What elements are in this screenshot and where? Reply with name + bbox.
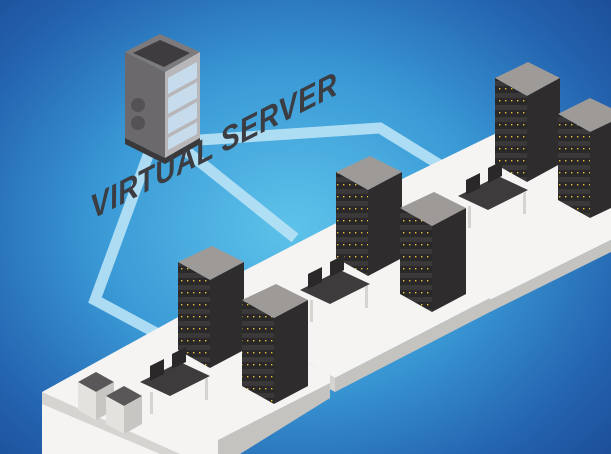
server-rack — [242, 284, 308, 404]
server-rack — [558, 98, 611, 218]
printer — [106, 386, 142, 434]
desk-with-monitors — [140, 347, 210, 414]
virtual-server-cabinet — [125, 34, 200, 164]
server-rack — [178, 246, 244, 368]
server-rack — [495, 62, 560, 182]
desk-with-monitors — [458, 161, 528, 228]
server-rack — [336, 156, 402, 276]
desk-with-monitors — [300, 255, 370, 322]
printer — [78, 372, 114, 420]
network-connection-lines — [88, 122, 443, 340]
server-rack — [400, 192, 466, 312]
